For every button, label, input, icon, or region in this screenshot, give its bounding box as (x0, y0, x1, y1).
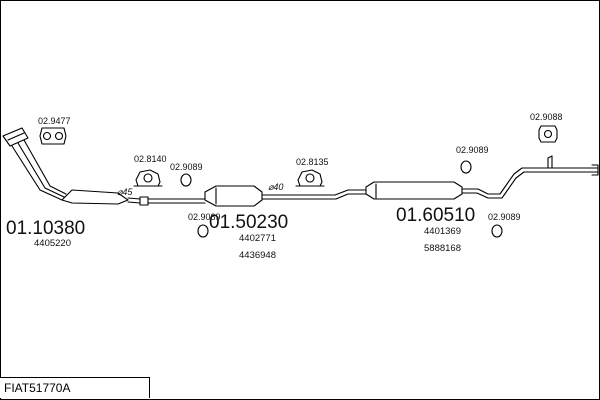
gasket-front-shape (39, 127, 67, 145)
clamp-b-label: 02.8135 (296, 157, 329, 167)
ring-a-shape (180, 173, 192, 187)
rubber-tail-label: 02.9088 (530, 112, 563, 122)
middle-pipe-diameter: ⌀40 (268, 182, 283, 192)
middle-oem-2: 4436948 (239, 250, 276, 261)
front-pipe-shape (2, 127, 149, 206)
ring-b-shape (197, 224, 209, 238)
rear-oem-1: 4401369 (424, 226, 461, 237)
ring-c-shape (460, 160, 472, 174)
clamp-a-label: 02.8140 (134, 154, 167, 164)
middle-oem-1: 4402771 (239, 233, 276, 244)
ring-d-shape (491, 224, 503, 238)
ring-a-label: 02.9089 (170, 162, 203, 172)
clamp-a-shape (133, 169, 163, 187)
ring-c-label: 02.9089 (456, 145, 489, 155)
ring-d-label: 02.9089 (488, 212, 521, 222)
rear-oem-2: 5888168 (424, 243, 461, 254)
model-label: FIAT51770A (0, 377, 150, 398)
ring-b-label: 02.9089 (188, 212, 221, 222)
rear-assembly-code: 01.60510 (396, 205, 475, 226)
front-assembly-code: 01.10380 (6, 218, 85, 239)
gasket-front-label: 02.9477 (38, 116, 71, 126)
clamp-b-shape (295, 169, 325, 187)
front-pipe-diameter: ⌀45 (117, 187, 133, 197)
rear-silencer-shape (365, 155, 599, 200)
front-oem-1: 4405220 (34, 238, 71, 249)
middle-pipe-shape (147, 185, 367, 207)
rubber-tail-shape (538, 125, 558, 143)
middle-assembly-code: 01.50230 (209, 212, 288, 233)
